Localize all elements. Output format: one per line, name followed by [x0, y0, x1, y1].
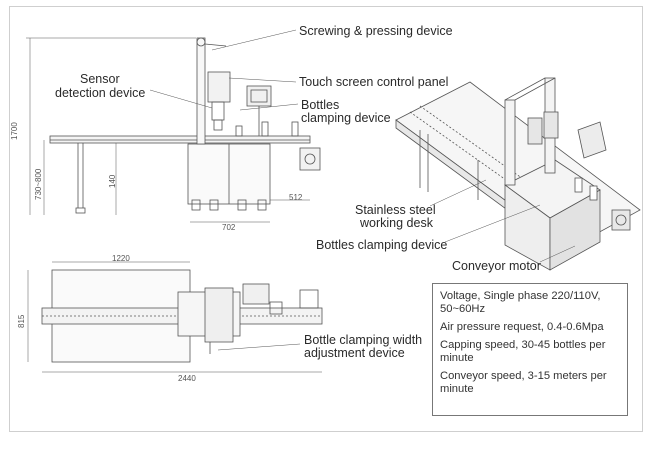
screwing-label: Screwing & pressing device	[299, 24, 453, 38]
sensor-label-2: detection device	[55, 86, 146, 100]
conveyor-motor-label: Conveyor motor	[452, 259, 541, 273]
sensor-label-1: Sensor	[80, 72, 120, 86]
isometric-view	[395, 77, 641, 271]
touch-screen-label: Touch screen control panel	[299, 75, 449, 89]
spec-air-pressure: Air pressure request, 0.4-0.6Mpa	[440, 321, 604, 333]
dim-1220: 1220	[112, 254, 130, 263]
dim-2440: 2440	[178, 374, 196, 383]
dim-1700: 1700	[10, 122, 19, 140]
dim-815: 815	[17, 314, 26, 328]
bottles-clamping-device-label: Bottles clamping device	[316, 238, 448, 252]
front-view	[26, 29, 321, 223]
dim-140: 140	[108, 174, 117, 188]
dim-512: 512	[289, 193, 303, 202]
width-adjust-label-2: adjustment device	[304, 346, 405, 360]
bottles-clamping-label-1: Bottles	[301, 98, 340, 112]
dim-702: 702	[222, 223, 236, 232]
top-view	[27, 261, 323, 373]
width-adjust-label-1: Bottle clamping width	[304, 333, 423, 347]
bottles-clamping-label-2: clamping device	[301, 111, 391, 125]
spec-conveyor-speed: Conveyor speed, 3-15 meters per minute	[440, 370, 607, 395]
spec-voltage: Voltage, Single phase 220/110V, 50~60Hz	[440, 290, 601, 315]
steel-desk-label-2: working desk	[360, 216, 433, 230]
specs-box: Voltage, Single phase 220/110V, 50~60Hz …	[432, 283, 628, 416]
steel-desk-label-1: Stainless steel	[355, 203, 436, 217]
spec-capping-speed: Capping speed, 30-45 bottles per minute	[440, 339, 606, 364]
dim-730-800: 730~800	[34, 168, 43, 200]
